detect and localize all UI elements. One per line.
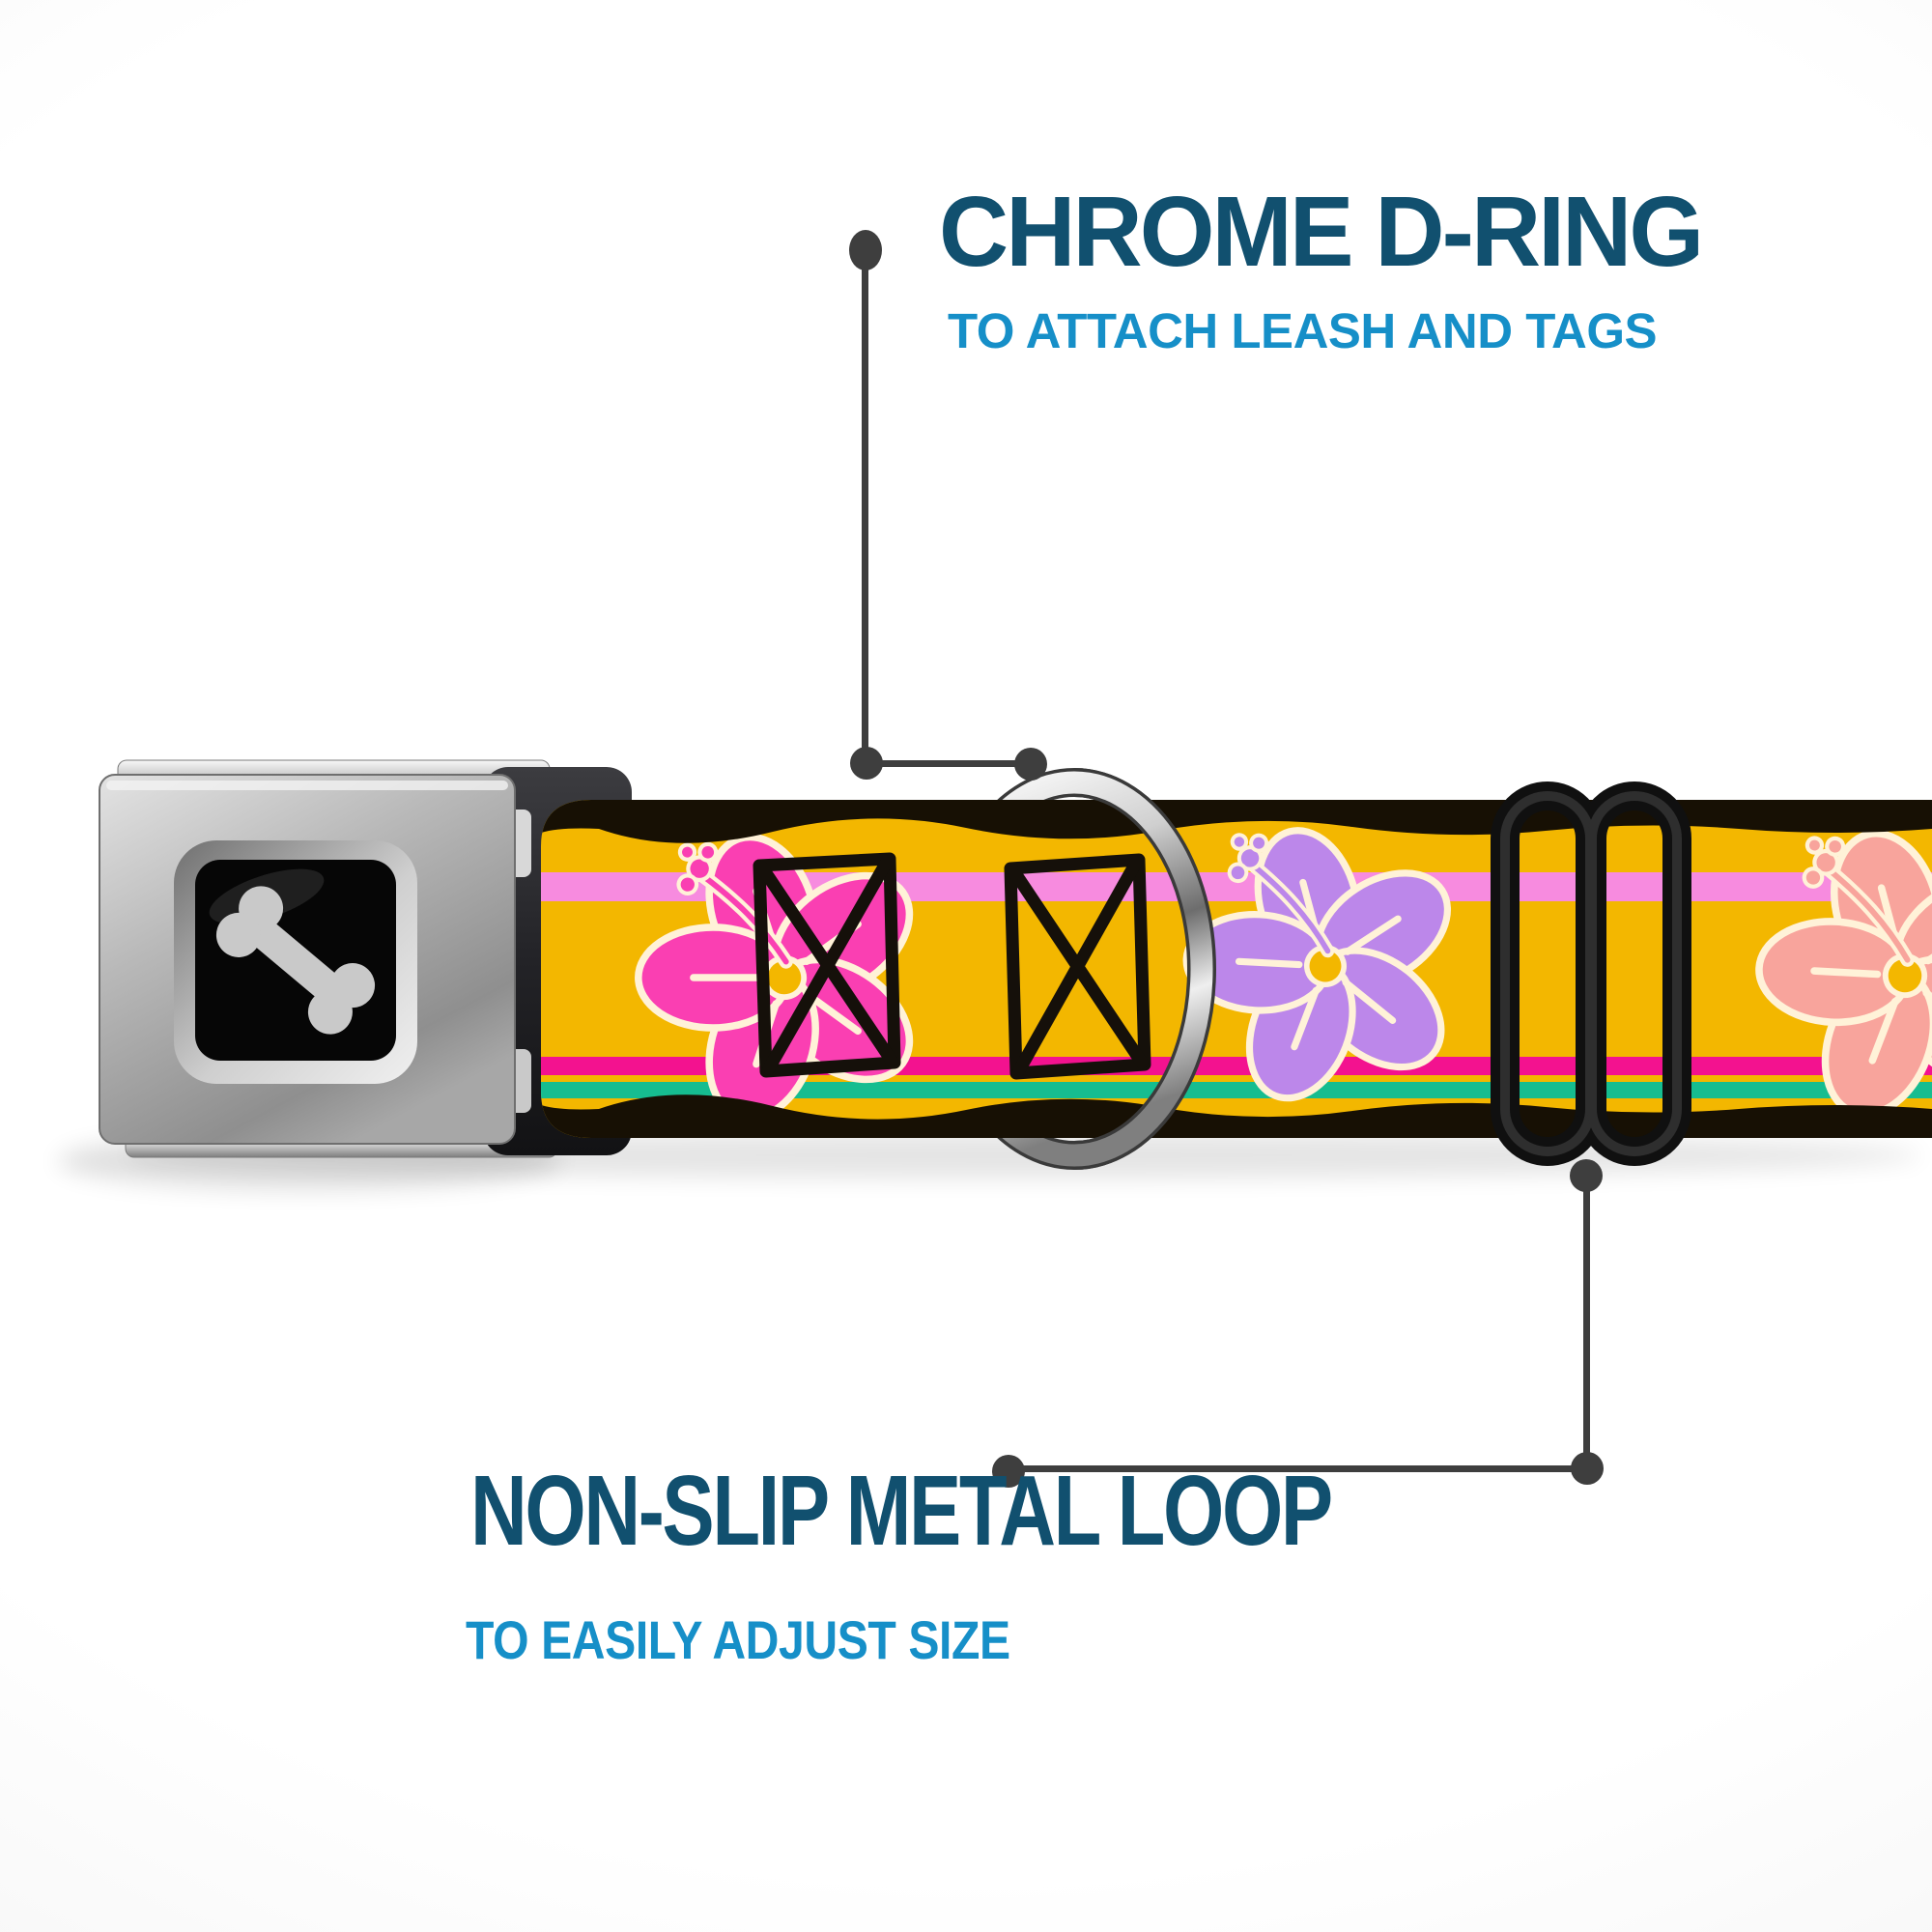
callout-dot-bottom-left: [992, 1455, 1025, 1488]
d-ring-front: [1074, 768, 1216, 1170]
callout-line-top-horizontal: [867, 760, 1031, 767]
callout-dot-top-right: [1014, 748, 1047, 781]
top-callout-title: CHROME D-RING: [939, 176, 1704, 287]
seatbelt-buckle: [99, 774, 516, 1145]
bottom-callout-subtitle: TO EASILY ADJUST SIZE: [466, 1609, 1010, 1670]
callout-line-bottom-vertical: [1583, 1184, 1590, 1470]
top-callout-subtitle: TO ATTACH LEASH AND TAGS: [948, 303, 1658, 358]
callout-line-top-vertical: [862, 259, 868, 765]
webbing-strap: [541, 800, 1932, 1138]
slider-loop: [1491, 781, 1691, 1166]
stitch-box-right: [1004, 853, 1151, 1080]
dog-bone-icon: [215, 886, 376, 1035]
stitch-box-left: [753, 852, 901, 1078]
callout-line-bottom-horizontal: [1009, 1465, 1588, 1472]
bottom-callout-title: NON-SLIP METAL LOOP: [470, 1455, 1333, 1566]
